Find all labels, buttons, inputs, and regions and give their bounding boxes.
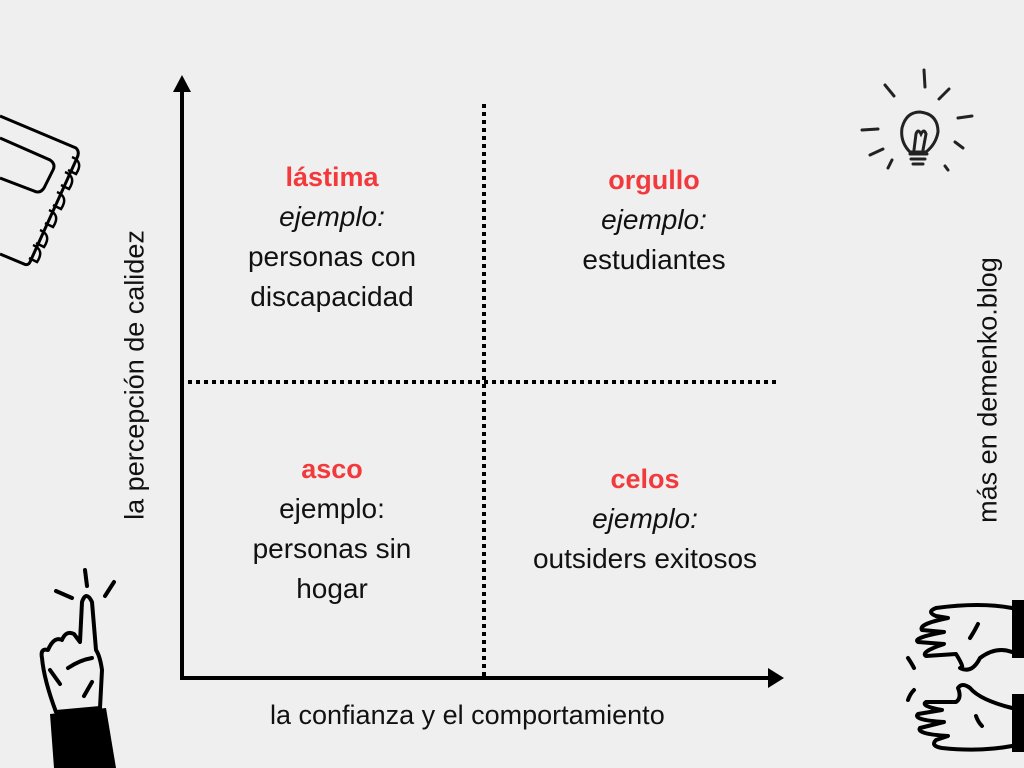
quadrant-bottom-left: asco ejemplo: personas sin hogar [222, 449, 442, 609]
x-axis-label: la confianza y el comportamiento [270, 700, 665, 730]
example-line: hogar [296, 573, 368, 604]
quadrant-top-left: lástima ejemplo: personas con discapacid… [222, 157, 442, 317]
quadrant-bottom-right: celos ejemplo: outsiders exitosos [500, 459, 790, 579]
quadrant-title: celos [610, 464, 680, 494]
quadrant-top-right: orgullo ejemplo: estudiantes [534, 160, 774, 280]
lightbulb-icon [860, 68, 974, 172]
example-line: personas sin [252, 533, 412, 564]
example-line: outsiders exitosos [532, 543, 758, 574]
example-label: ejemplo: [279, 493, 385, 524]
blog-link-note: más en demenko.blog [972, 257, 1003, 523]
example-line: estudiantes [582, 244, 726, 275]
notebook-icon [0, 114, 81, 267]
y-axis-arrow-icon [173, 75, 191, 92]
quadrant-title: lástima [285, 162, 379, 192]
example-label: ejemplo: [601, 204, 707, 235]
quadrant-title: asco [301, 454, 363, 484]
example-line: personas con [247, 241, 417, 272]
example-label: ejemplo: [279, 201, 385, 232]
y-axis-label: la percepción de calidez [119, 230, 150, 520]
x-axis-arrow-icon [768, 668, 784, 688]
example-line: discapacidad [250, 281, 414, 312]
hands-icon [906, 600, 1024, 752]
pointing-finger-icon [39, 568, 116, 768]
example-label: ejemplo: [592, 503, 698, 534]
quadrant-title: orgullo [608, 165, 700, 195]
